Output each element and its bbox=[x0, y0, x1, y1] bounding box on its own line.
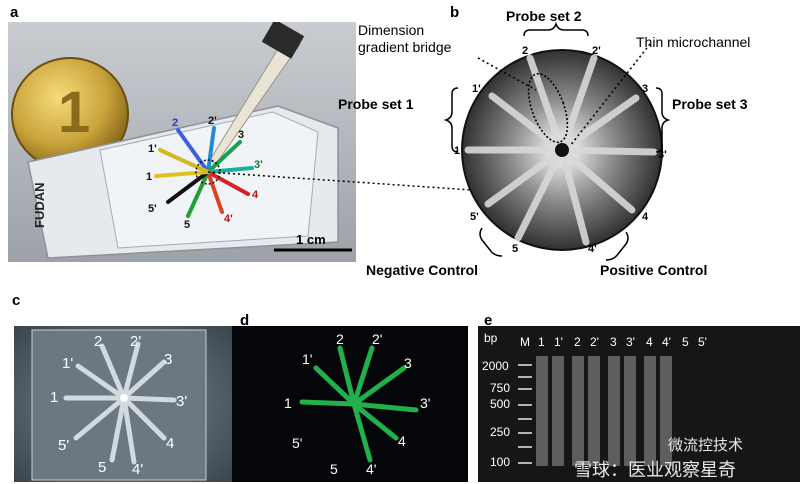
svg-text:2': 2' bbox=[130, 333, 141, 350]
svg-text:2': 2' bbox=[372, 331, 382, 347]
panel-c-photo: 1 1' 2 2' 3 3' 4 4' 5 5' bbox=[14, 326, 234, 482]
gel-ladder-bands bbox=[518, 364, 532, 464]
svg-text:2: 2 bbox=[336, 331, 344, 347]
svg-text:5': 5' bbox=[470, 211, 479, 223]
label-positive-control: Positive Control bbox=[600, 262, 708, 278]
svg-text:3': 3' bbox=[254, 159, 263, 171]
gel-sample-bands bbox=[536, 356, 672, 466]
svg-text:2': 2' bbox=[590, 335, 599, 349]
svg-text:3': 3' bbox=[658, 149, 667, 161]
panel-a-photo: 1 FUDAN 1 1' 2 2' 3 3' 4 4' 5 5' 1 cm bbox=[8, 22, 356, 262]
svg-text:1': 1' bbox=[148, 143, 157, 155]
scale-bar-label: 1 cm bbox=[296, 232, 326, 247]
disc-channels bbox=[464, 54, 658, 246]
svg-text:5: 5 bbox=[512, 243, 518, 255]
svg-text:3: 3 bbox=[238, 129, 244, 141]
slide-text: FUDAN bbox=[32, 183, 47, 229]
svg-text:4': 4' bbox=[224, 213, 233, 225]
gel-bp-label: bp bbox=[484, 331, 498, 345]
svg-text:1: 1 bbox=[146, 171, 152, 183]
svg-text:3: 3 bbox=[164, 351, 172, 368]
label-probe-set-3: Probe set 3 bbox=[672, 96, 748, 112]
svg-text:1: 1 bbox=[284, 395, 292, 411]
label-dimension-gradient-bridge: Dimension gradient bridge bbox=[358, 22, 452, 55]
svg-text:3': 3' bbox=[420, 395, 430, 411]
svg-text:1': 1' bbox=[302, 351, 312, 367]
svg-text:250: 250 bbox=[490, 425, 510, 439]
watermark-text-2: 雪球：医业观察星奇 bbox=[574, 460, 736, 481]
label-probe-set-1: Probe set 1 bbox=[338, 96, 414, 112]
svg-text:2': 2' bbox=[592, 45, 601, 57]
svg-text:3: 3 bbox=[610, 335, 617, 349]
label-negative-control: Negative Control bbox=[366, 262, 479, 278]
svg-text:4: 4 bbox=[642, 211, 649, 223]
svg-text:5': 5' bbox=[698, 335, 707, 349]
svg-text:1': 1' bbox=[62, 355, 73, 372]
svg-text:1: 1 bbox=[454, 145, 460, 157]
svg-text:4: 4 bbox=[398, 433, 406, 449]
connector-line bbox=[207, 171, 473, 191]
panel-label-a: a bbox=[10, 4, 19, 21]
panel-label-b: b bbox=[450, 4, 460, 21]
panel-label-e: e bbox=[484, 312, 493, 329]
svg-text:1': 1' bbox=[472, 83, 481, 95]
panel-b-channel-labels: 1 1' 2 2' 3 3' 4 4' 5 5' bbox=[454, 45, 667, 255]
label-thin-microchannel: Thin microchannel bbox=[636, 34, 751, 50]
panel-a-channel-labels: 1 1' 2 2' 3 3' 4 4' 5 5' bbox=[146, 115, 263, 231]
watermark-text-1: 微流控技术 bbox=[668, 436, 744, 454]
panel-e-gel: bp M 1 1' 2 2' 3 3' 4 4' 5 5' 2000 750 5… bbox=[478, 326, 800, 482]
svg-text:3: 3 bbox=[642, 83, 648, 95]
panel-label-c: c bbox=[12, 292, 21, 309]
panel-b-schematic: 1 1' 2 2' 3 3' 4 4' 5 5' bbox=[443, 21, 671, 261]
svg-text:5: 5 bbox=[682, 335, 689, 349]
svg-text:4: 4 bbox=[646, 335, 653, 349]
svg-text:100: 100 bbox=[490, 455, 510, 469]
svg-text:4': 4' bbox=[132, 461, 143, 478]
svg-text:4: 4 bbox=[166, 435, 174, 452]
svg-text:4': 4' bbox=[588, 243, 597, 255]
svg-text:3: 3 bbox=[404, 355, 412, 371]
svg-text:4: 4 bbox=[252, 189, 259, 201]
svg-text:1: 1 bbox=[50, 389, 58, 406]
label-probe-set-2: Probe set 2 bbox=[506, 8, 582, 24]
svg-text:1: 1 bbox=[538, 335, 545, 349]
svg-text:4': 4' bbox=[366, 461, 376, 477]
svg-text:5': 5' bbox=[148, 203, 157, 215]
svg-text:5: 5 bbox=[330, 461, 338, 477]
panel-d-fluorescence: 1 1' 2 2' 3 3' 4 4' 5 5' bbox=[232, 326, 468, 482]
svg-text:3': 3' bbox=[176, 393, 187, 410]
svg-text:5: 5 bbox=[184, 219, 190, 231]
svg-text:750: 750 bbox=[490, 381, 510, 395]
svg-text:2: 2 bbox=[574, 335, 581, 349]
svg-text:4': 4' bbox=[662, 335, 671, 349]
svg-text:5: 5 bbox=[98, 459, 106, 476]
svg-text:1: 1 bbox=[58, 80, 90, 145]
panel-label-d: d bbox=[240, 312, 250, 329]
panel-c-channel-labels: 1 1' 2 2' 3 3' 4 4' 5 5' bbox=[50, 333, 187, 478]
svg-text:500: 500 bbox=[490, 397, 510, 411]
green-channels bbox=[299, 345, 419, 463]
colored-channels bbox=[154, 126, 254, 218]
svg-text:3': 3' bbox=[626, 335, 635, 349]
svg-text:2: 2 bbox=[172, 117, 178, 129]
gel-size-markers: 2000 750 500 250 100 bbox=[482, 359, 510, 469]
svg-text:5': 5' bbox=[58, 437, 69, 454]
svg-text:2: 2 bbox=[94, 333, 102, 350]
gel-ladder-label: M bbox=[520, 335, 530, 349]
panel-d-channel-labels: 1 1' 2 2' 3 3' 4 4' 5 5' bbox=[284, 331, 430, 477]
svg-text:1': 1' bbox=[554, 335, 563, 349]
svg-text:2: 2 bbox=[522, 45, 528, 57]
svg-text:2': 2' bbox=[208, 115, 217, 127]
gel-lane-labels: 1 1' 2 2' 3 3' 4 4' 5 5' bbox=[538, 335, 707, 349]
svg-text:5': 5' bbox=[292, 435, 302, 451]
svg-text:2000: 2000 bbox=[482, 359, 509, 373]
